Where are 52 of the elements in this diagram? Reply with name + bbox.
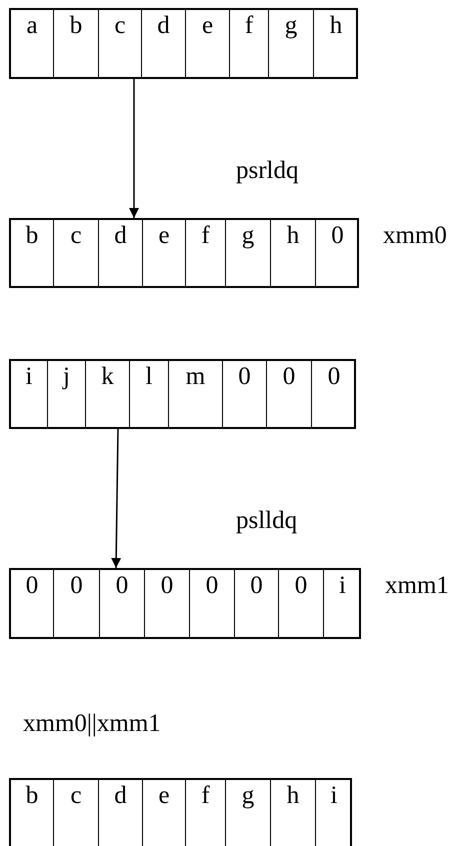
register-cell: k: [85, 361, 129, 427]
register-cell: d: [98, 220, 142, 286]
register-row: [9, 218, 359, 288]
register-cell: e: [185, 10, 229, 77]
register-cell: 0: [234, 570, 278, 637]
register-cell: 0: [53, 570, 99, 637]
register-cell: 0: [278, 570, 323, 637]
register-cell: 0: [189, 570, 234, 637]
register-label: xmm0||xmm1: [23, 710, 161, 738]
register-cell-text: i: [24, 362, 34, 392]
register-cell: g: [268, 10, 313, 77]
register-cell: 0: [144, 570, 189, 637]
register-cell: 0: [311, 361, 356, 427]
register-row: [9, 8, 358, 79]
register-cell: 0: [266, 361, 311, 427]
register-row: [9, 359, 356, 429]
edge-label: pslldq: [236, 507, 298, 535]
arrow: [111, 428, 122, 568]
register-cell: d: [141, 10, 185, 77]
register-cell: c: [98, 10, 141, 77]
register-cell-text: b: [24, 781, 40, 811]
register-cell: j: [47, 361, 85, 427]
register-row: [9, 778, 352, 846]
register-cell: h: [313, 10, 358, 77]
register-cell: c: [53, 780, 98, 846]
register-row: [9, 568, 361, 639]
register-cell: e: [142, 220, 185, 286]
register-cell-text: a: [25, 11, 39, 41]
register-cell: 0: [315, 220, 359, 286]
register-cell-text: 0: [24, 571, 40, 601]
register-cell: e: [142, 780, 185, 846]
register-label: xmm1: [385, 572, 449, 600]
register-cell: h: [270, 780, 315, 846]
register-cell: g: [225, 220, 270, 286]
register-cell: 0: [222, 361, 266, 427]
register-cell: c: [53, 220, 98, 286]
register-cell: f: [229, 10, 268, 77]
register-cell: i: [323, 570, 361, 637]
register-cell: i: [315, 780, 352, 846]
register-cell: g: [225, 780, 270, 846]
register-label: xmm0: [383, 222, 447, 250]
register-cell: h: [270, 220, 315, 286]
register-cell: m: [168, 361, 222, 427]
register-cell-text: b: [24, 221, 40, 251]
register-cell: 0: [99, 570, 144, 637]
register-cell: d: [98, 780, 142, 846]
arrow: [129, 79, 139, 218]
register-cell: b: [53, 10, 98, 77]
edge-label: psrldq: [236, 157, 298, 185]
register-cell: f: [185, 780, 225, 846]
register-cell: f: [185, 220, 225, 286]
register-cell: l: [129, 361, 168, 427]
